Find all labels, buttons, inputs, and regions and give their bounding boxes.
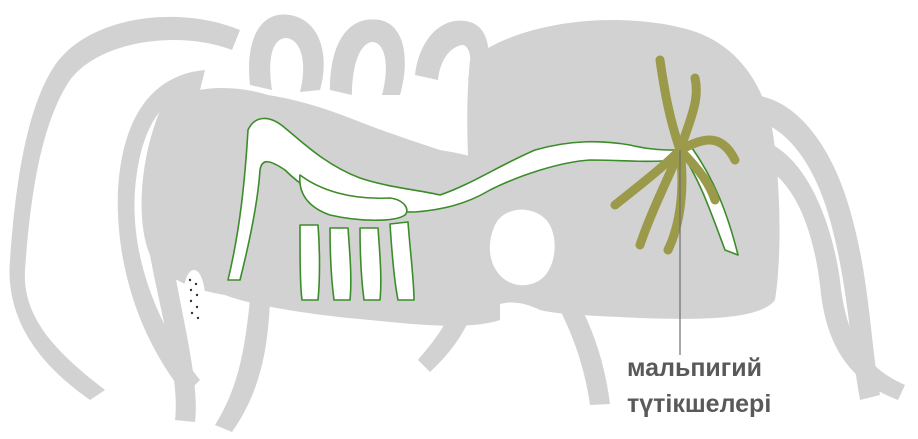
- diverticulum-1: [300, 225, 320, 300]
- leg-top-2: [330, 19, 405, 95]
- pedicel-notch: [490, 210, 555, 286]
- leg-bottom-4: [215, 300, 270, 432]
- diverticulum-3: [360, 228, 381, 300]
- label-malpighian-line2: түтікшелері: [627, 390, 771, 418]
- label-malpighian-line1: мальпигий: [627, 354, 762, 382]
- leg-top-1: [249, 14, 324, 92]
- leg-bottom-2: [560, 305, 610, 405]
- spinnerets: [183, 270, 205, 326]
- diverticulum-2: [330, 228, 351, 300]
